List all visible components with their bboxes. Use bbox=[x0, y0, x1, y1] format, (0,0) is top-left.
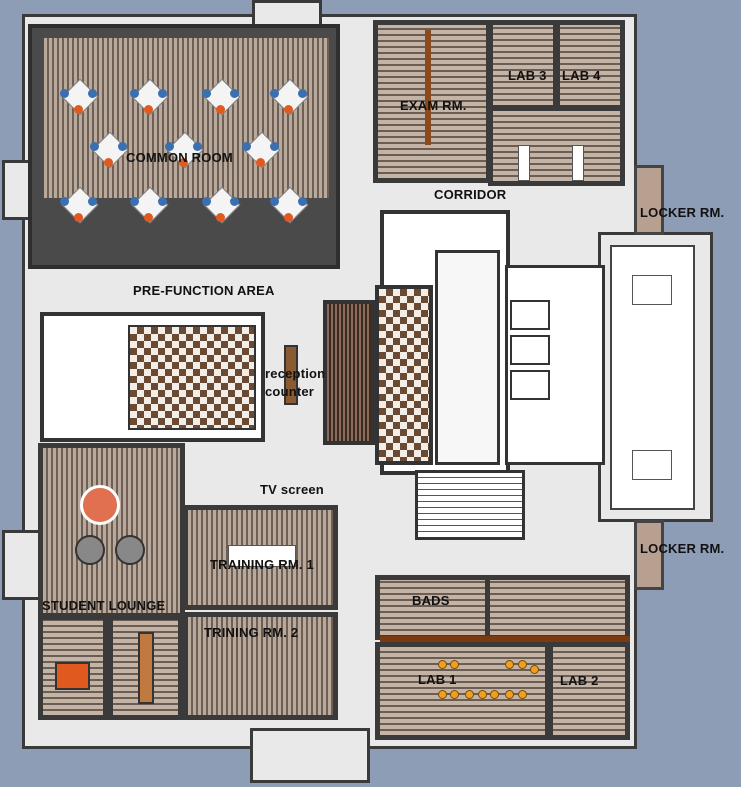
stall bbox=[510, 370, 550, 400]
chair-icon bbox=[202, 89, 211, 98]
chair-icon bbox=[130, 89, 139, 98]
chair-icon bbox=[490, 690, 499, 699]
chair-icon bbox=[270, 142, 279, 151]
label-training-2: TRINING RM. 2 bbox=[204, 625, 299, 640]
lab-4[interactable] bbox=[555, 20, 625, 110]
chair-icon bbox=[270, 89, 279, 98]
chair-icon bbox=[202, 197, 211, 206]
chair-icon bbox=[179, 158, 188, 167]
lounge-round-table bbox=[80, 485, 120, 525]
south-entry bbox=[250, 728, 370, 783]
checkered-feature bbox=[375, 285, 433, 465]
label-lab-3: LAB 3 bbox=[508, 68, 547, 83]
chair-icon bbox=[88, 197, 97, 206]
chair-icon bbox=[216, 213, 225, 222]
lab-3[interactable] bbox=[488, 20, 558, 110]
locker-room-top[interactable] bbox=[634, 165, 664, 235]
chair-icon bbox=[518, 690, 527, 699]
label-reception: reception counter bbox=[265, 365, 325, 401]
chair-icon bbox=[256, 158, 265, 167]
chair-icon bbox=[60, 89, 69, 98]
chair-icon bbox=[242, 142, 251, 151]
chair-icon bbox=[130, 197, 139, 206]
chair-icon bbox=[230, 197, 239, 206]
label-tv-screen: TV screen bbox=[260, 482, 324, 497]
label-lab-4: LAB 4 bbox=[562, 68, 601, 83]
chair-icon bbox=[298, 197, 307, 206]
chair-icon bbox=[438, 660, 447, 669]
label-training-1: TRAINING RM. 1 bbox=[210, 557, 314, 572]
chair-icon bbox=[450, 690, 459, 699]
chair-icon bbox=[505, 690, 514, 699]
training-room-2[interactable] bbox=[183, 612, 338, 720]
exam-divider bbox=[425, 30, 431, 145]
label-locker-top: LOCKER RM. bbox=[640, 205, 725, 220]
chair-icon bbox=[193, 142, 202, 151]
chair-icon bbox=[60, 197, 69, 206]
meeting-table bbox=[138, 632, 154, 704]
training-table bbox=[228, 545, 296, 567]
chair-icon bbox=[144, 105, 153, 114]
chair-icon bbox=[88, 89, 97, 98]
chair-icon bbox=[518, 660, 527, 669]
chair-icon bbox=[465, 690, 474, 699]
label-reception-line2: counter bbox=[265, 384, 315, 399]
chair-icon bbox=[270, 197, 279, 206]
label-locker-bottom: LOCKER RM. bbox=[640, 541, 725, 556]
north-lab[interactable] bbox=[488, 106, 625, 186]
chair-icon bbox=[74, 105, 83, 114]
chair-icon bbox=[450, 660, 459, 669]
chair-icon bbox=[158, 89, 167, 98]
chair-icon bbox=[298, 89, 307, 98]
chair-icon bbox=[90, 142, 99, 151]
chair-icon bbox=[74, 213, 83, 222]
west-lounge-bay bbox=[2, 530, 42, 600]
south-lab[interactable] bbox=[485, 575, 630, 640]
student-lounge[interactable] bbox=[38, 443, 185, 618]
stall bbox=[510, 335, 550, 365]
stage-striped bbox=[323, 300, 375, 445]
label-lab-1: LAB 1 bbox=[418, 672, 457, 687]
chair-icon bbox=[104, 158, 113, 167]
label-corridor: CORRIDOR bbox=[434, 187, 507, 202]
chair-icon bbox=[284, 105, 293, 114]
label-reception-line1: reception bbox=[265, 366, 326, 381]
label-bads: BADS bbox=[412, 593, 450, 608]
sink-group bbox=[632, 275, 672, 305]
divider-strip bbox=[380, 636, 630, 642]
label-pre-function: PRE-FUNCTION AREA bbox=[133, 283, 275, 298]
label-exam-room: EXAM RM. bbox=[400, 98, 467, 113]
chair-icon bbox=[144, 213, 153, 222]
chair-icon bbox=[165, 142, 174, 151]
chair-icon bbox=[284, 213, 293, 222]
locker-room-bottom[interactable] bbox=[634, 520, 664, 590]
lab-bench bbox=[572, 145, 584, 181]
reception-counter[interactable] bbox=[284, 345, 298, 405]
chair-icon bbox=[118, 142, 127, 151]
chair-icon bbox=[158, 197, 167, 206]
service-rooms bbox=[505, 265, 605, 465]
lab-2[interactable] bbox=[548, 642, 630, 740]
label-student-lounge: STUDENT LOUNGE bbox=[42, 598, 166, 613]
chair-icon bbox=[216, 105, 225, 114]
lab-bench bbox=[518, 145, 530, 181]
common-room-floor bbox=[44, 38, 329, 198]
chair-icon bbox=[530, 665, 539, 674]
stairwell bbox=[415, 470, 525, 540]
label-lab-2: LAB 2 bbox=[560, 673, 599, 688]
lounge-round-table bbox=[115, 535, 145, 565]
auditorium-floor bbox=[128, 325, 256, 430]
stall bbox=[510, 300, 550, 330]
lounge-round-table bbox=[75, 535, 105, 565]
chair-icon bbox=[438, 690, 447, 699]
chair-icon bbox=[230, 89, 239, 98]
chair-icon bbox=[505, 660, 514, 669]
chair-icon bbox=[478, 690, 487, 699]
elevator-bank bbox=[435, 250, 500, 465]
label-common-room: COMMON ROOM bbox=[126, 150, 233, 165]
sink-group bbox=[632, 450, 672, 480]
lounge-sofa bbox=[55, 662, 90, 690]
